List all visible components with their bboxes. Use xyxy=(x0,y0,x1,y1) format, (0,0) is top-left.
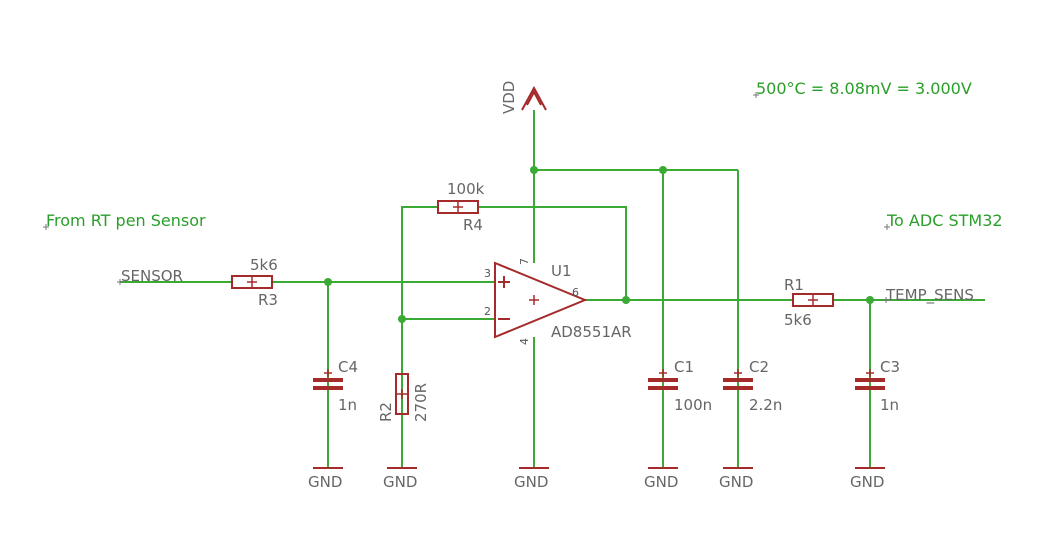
c2-name: C2 xyxy=(749,358,769,376)
capacitor-c2 xyxy=(723,369,753,390)
u1-name: U1 xyxy=(551,262,572,280)
c4-value: 1n xyxy=(338,396,357,414)
origin-mark xyxy=(753,92,759,98)
pin-7-label: 7 xyxy=(518,258,531,265)
gnd-label: GND xyxy=(719,473,753,491)
r3-value: 5k6 xyxy=(250,256,278,274)
wire-feedback-left xyxy=(401,206,438,468)
note-output-dest: To ADC STM32 xyxy=(886,211,1003,230)
junction-dot xyxy=(398,315,406,323)
vdd-symbol xyxy=(521,85,547,111)
junction-dot xyxy=(866,296,874,304)
r2-name: R2 xyxy=(377,402,395,422)
vdd-label: VDD xyxy=(500,81,518,114)
capacitor-c4 xyxy=(313,369,343,390)
junction-dot xyxy=(324,278,332,286)
origin-mark xyxy=(117,279,123,285)
junctions xyxy=(324,166,874,323)
c4-name: C4 xyxy=(338,358,358,376)
junction-dot xyxy=(659,166,667,174)
origin-mark xyxy=(884,224,890,230)
pin-4-label: 4 xyxy=(518,338,531,345)
resistor-r2 xyxy=(395,373,409,415)
c1-name: C1 xyxy=(674,358,694,376)
origin-mark xyxy=(883,297,889,303)
capacitor-c1 xyxy=(648,369,678,390)
pin-2-label: 2 xyxy=(484,305,491,318)
junction-dot xyxy=(622,296,630,304)
resistor-r4 xyxy=(437,200,479,214)
c1-value: 100n xyxy=(674,396,712,414)
r2-value: 270R xyxy=(412,383,430,422)
capacitor-c3 xyxy=(855,369,885,390)
net-label-sensor: SENSOR xyxy=(121,267,183,285)
c2-value: 2.2n xyxy=(749,396,782,414)
r1-value: 5k6 xyxy=(784,311,812,329)
wires xyxy=(120,110,985,468)
r1-name: R1 xyxy=(784,276,804,294)
gnd-label: GND xyxy=(383,473,417,491)
resistor-r3 xyxy=(231,275,273,289)
wire-feedback-right xyxy=(478,206,627,300)
origin-mark xyxy=(43,224,49,230)
c3-name: C3 xyxy=(880,358,900,376)
gnd-label: GND xyxy=(850,473,884,491)
r4-name: R4 xyxy=(463,216,483,234)
u1-value: AD8551AR xyxy=(551,323,632,341)
gnd-label: GND xyxy=(308,473,342,491)
pin-6-label: 6 xyxy=(572,286,579,299)
pin-3-label: 3 xyxy=(484,267,491,280)
opamp-u1 xyxy=(494,261,588,339)
junction-dot xyxy=(530,166,538,174)
net-label-temp-sens: TEMP_SENS xyxy=(885,286,974,305)
note-formula: 500°C = 8.08mV = 3.000V xyxy=(756,79,972,98)
resistor-r1 xyxy=(792,293,834,307)
note-input-source: From RT pen Sensor xyxy=(46,211,206,230)
r3-name: R3 xyxy=(258,291,278,309)
gnd-label: GND xyxy=(514,473,548,491)
gnd-label: GND xyxy=(644,473,678,491)
r4-value: 100k xyxy=(447,180,485,198)
c3-value: 1n xyxy=(880,396,899,414)
